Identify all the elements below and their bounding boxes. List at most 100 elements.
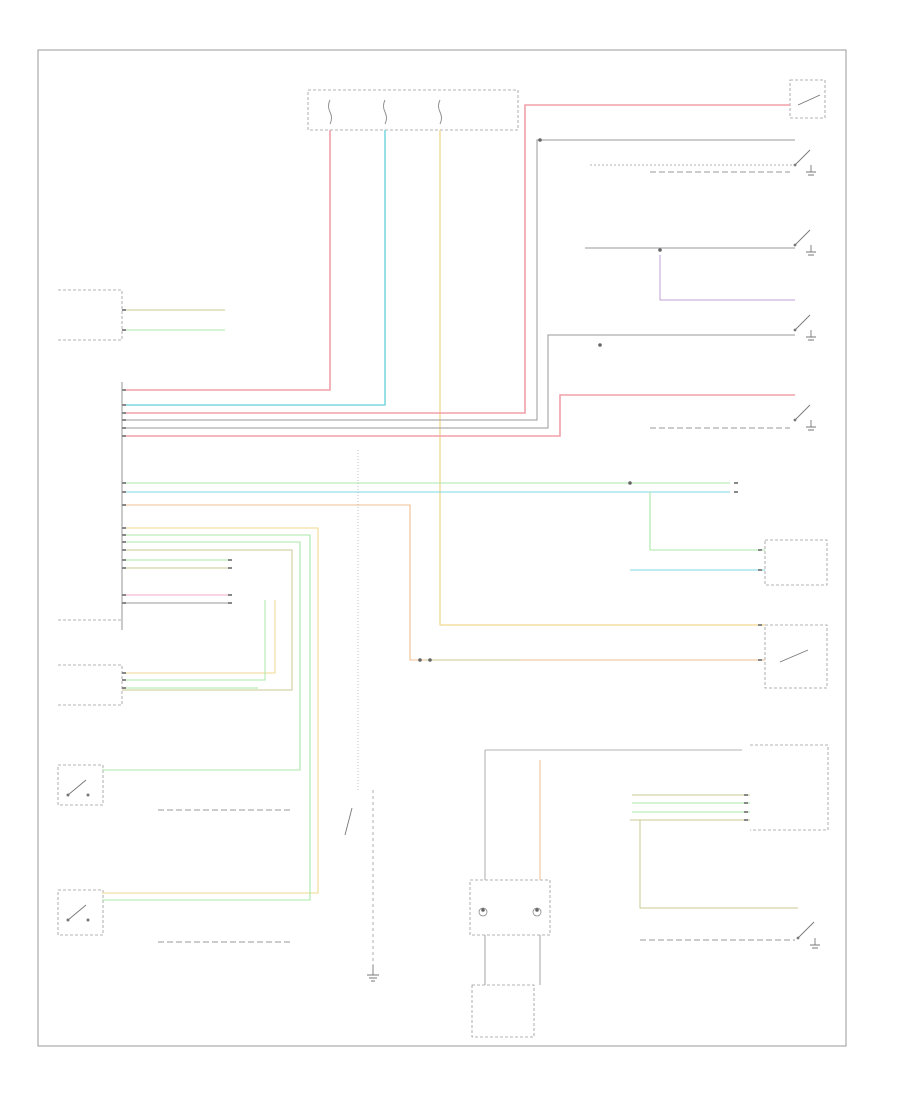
pin-mark <box>122 672 126 674</box>
dashed-link-layer <box>158 171 795 943</box>
pin-mark <box>122 309 126 311</box>
wire-layer <box>102 104 798 985</box>
ground-a <box>367 965 379 982</box>
switch-icon <box>794 314 811 331</box>
main-module <box>58 289 123 630</box>
pin-mark <box>122 491 126 493</box>
pin-mark <box>122 435 126 437</box>
door-ajar-switch <box>344 807 353 836</box>
pin-mark <box>122 427 126 429</box>
pin-mark <box>758 549 762 551</box>
pin-mark <box>734 491 738 493</box>
pin-mark <box>122 594 126 596</box>
door-switch-1 <box>793 149 816 176</box>
pin-mark <box>734 482 738 484</box>
splice-dot <box>658 248 662 252</box>
wire-fuse-b-to-module <box>122 130 386 406</box>
switch-icon <box>779 649 809 663</box>
pin-mark <box>228 567 232 569</box>
splice-dot <box>418 658 422 662</box>
wire-door-2b <box>659 255 795 301</box>
wire-ic-2 <box>102 534 311 901</box>
pin-mark <box>228 559 232 561</box>
pin-mark <box>744 802 748 804</box>
fuse-a-icon <box>328 99 332 125</box>
switch-icon <box>797 921 815 939</box>
wire-pcm-2 <box>122 600 266 681</box>
pin-label-layer <box>122 309 762 821</box>
liftgate-switch <box>796 921 820 949</box>
door-switch-4 <box>793 404 816 431</box>
pin-mark <box>122 541 126 543</box>
fuse-panel <box>307 89 519 131</box>
restraints-module <box>750 744 829 831</box>
splice-dot <box>428 658 432 662</box>
switch-icon <box>794 229 811 246</box>
pin-mark <box>744 794 748 796</box>
splice-layer <box>418 138 662 912</box>
diagram-frame <box>37 49 847 1047</box>
brake-fluid-switch <box>57 889 104 936</box>
switch-icon <box>797 94 821 106</box>
pin-mark <box>122 389 126 391</box>
switch-icon <box>794 149 811 166</box>
pin-mark <box>122 504 126 506</box>
switch-icon <box>794 404 811 421</box>
switch-icon <box>67 779 87 796</box>
pin-mark <box>122 534 126 536</box>
wire-door-1 <box>122 139 795 421</box>
pin-mark <box>122 419 126 421</box>
wire-door-4 <box>122 394 795 437</box>
pin-mark <box>122 567 126 569</box>
wire-pcm-1 <box>122 600 276 674</box>
wire-ic-3 <box>102 541 301 771</box>
wire-ic-1 <box>102 527 319 894</box>
pin-mark <box>122 482 126 484</box>
pin-mark <box>122 527 126 529</box>
switch-icon <box>67 904 87 921</box>
pin-mark <box>122 602 126 604</box>
wire-fuse-c-to-headlamp <box>439 130 765 626</box>
pin-mark <box>758 624 762 626</box>
wire-seatbelt-c <box>649 492 765 551</box>
fuse-b-icon <box>383 99 387 125</box>
headlamp-switch <box>764 624 828 689</box>
pin-mark <box>122 679 126 681</box>
wire-ic-4 <box>122 549 293 691</box>
pin-mark <box>228 602 232 604</box>
pin-mark <box>122 412 126 414</box>
wire-liftgate <box>639 820 798 909</box>
pin-mark <box>122 404 126 406</box>
ground-b-box <box>471 984 535 1038</box>
sensor-icon <box>478 907 488 917</box>
splice-dot <box>481 908 485 912</box>
pin-mark <box>122 329 126 331</box>
transmission-range-sensor <box>469 879 551 936</box>
door-switch-2 <box>793 229 816 256</box>
wire-headlamp <box>122 504 765 661</box>
wire-key-in <box>122 104 790 414</box>
powertrain-module <box>58 664 123 706</box>
pin-mark <box>758 659 762 661</box>
pin-mark <box>122 549 126 551</box>
wire-fuse-a-to-module <box>122 130 331 391</box>
key-in-switch <box>789 79 826 119</box>
pin-mark <box>744 819 748 821</box>
fuse-c-icon <box>438 99 442 125</box>
pin-mark <box>744 811 748 813</box>
pin-mark <box>758 569 762 571</box>
splice-dot <box>535 908 539 912</box>
pin-mark <box>228 594 232 596</box>
seat-belt-switch <box>764 539 828 586</box>
sensor-icon <box>532 907 542 917</box>
parking-brake-switch <box>57 764 104 806</box>
wire-door-3 <box>122 334 795 429</box>
splice-dot <box>628 481 632 485</box>
pin-mark <box>122 687 126 689</box>
pin-mark <box>122 559 126 561</box>
splice-dot <box>538 138 542 142</box>
switch-icon <box>344 807 353 836</box>
splice-dot <box>598 343 602 347</box>
door-switch-3 <box>793 314 816 341</box>
